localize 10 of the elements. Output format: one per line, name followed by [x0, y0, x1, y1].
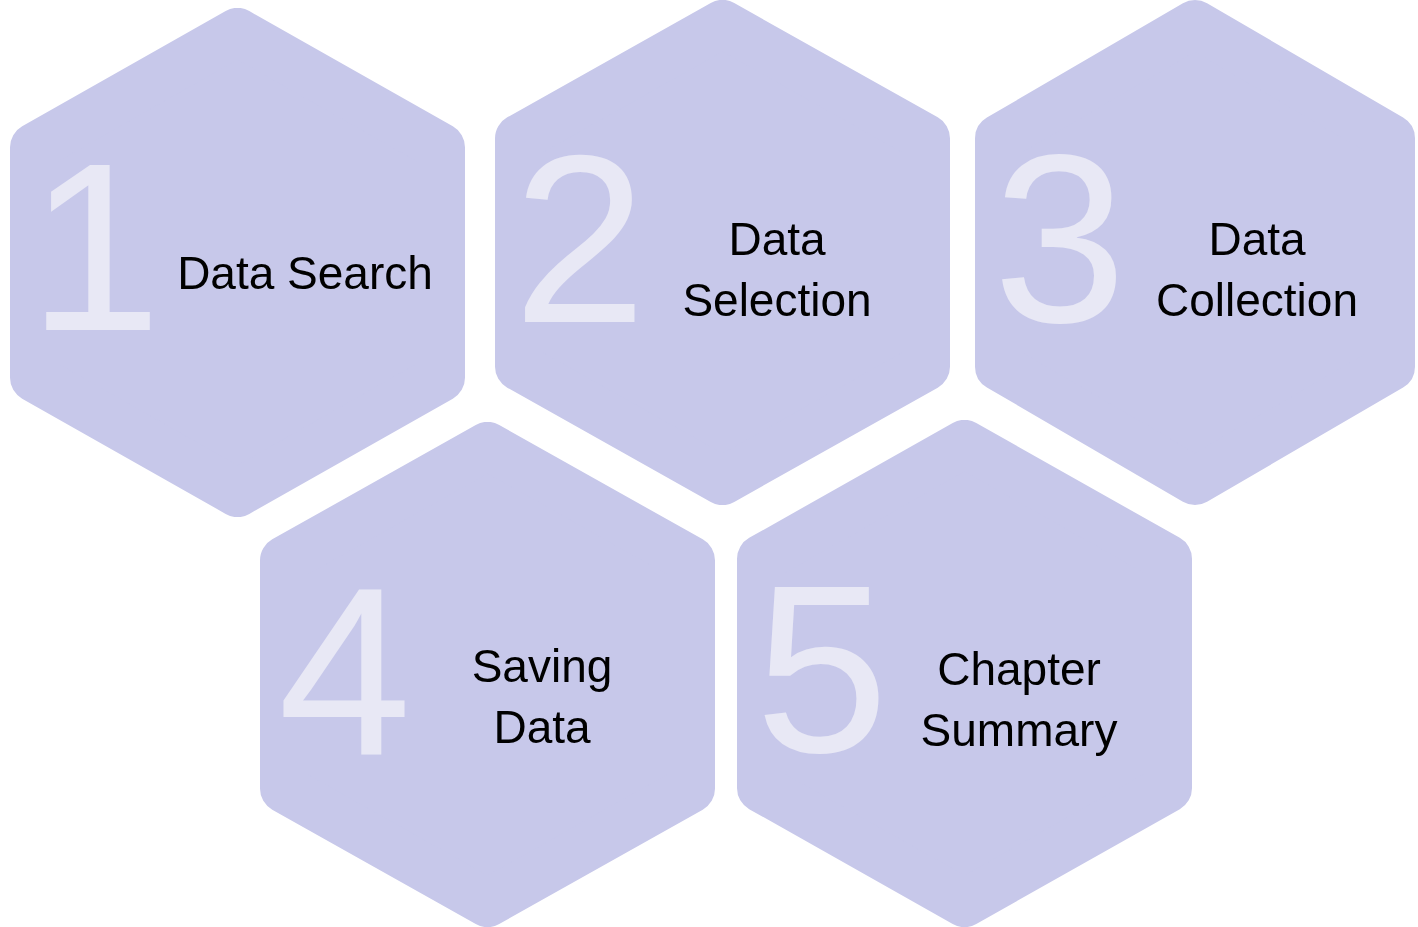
- step-label: Data Selection: [681, 212, 873, 328]
- hexagon-node: [10, 8, 465, 517]
- hexagon-node: [260, 422, 715, 927]
- hexagon-node: [737, 420, 1192, 927]
- step-label: Data Search: [176, 245, 434, 301]
- step-label: Saving Data: [470, 639, 614, 755]
- step-label: Chapter Summary: [919, 642, 1119, 758]
- hexagon-node: [975, 0, 1415, 505]
- step-label: Data Collection: [1155, 212, 1359, 328]
- hexagon-node: [495, 0, 950, 505]
